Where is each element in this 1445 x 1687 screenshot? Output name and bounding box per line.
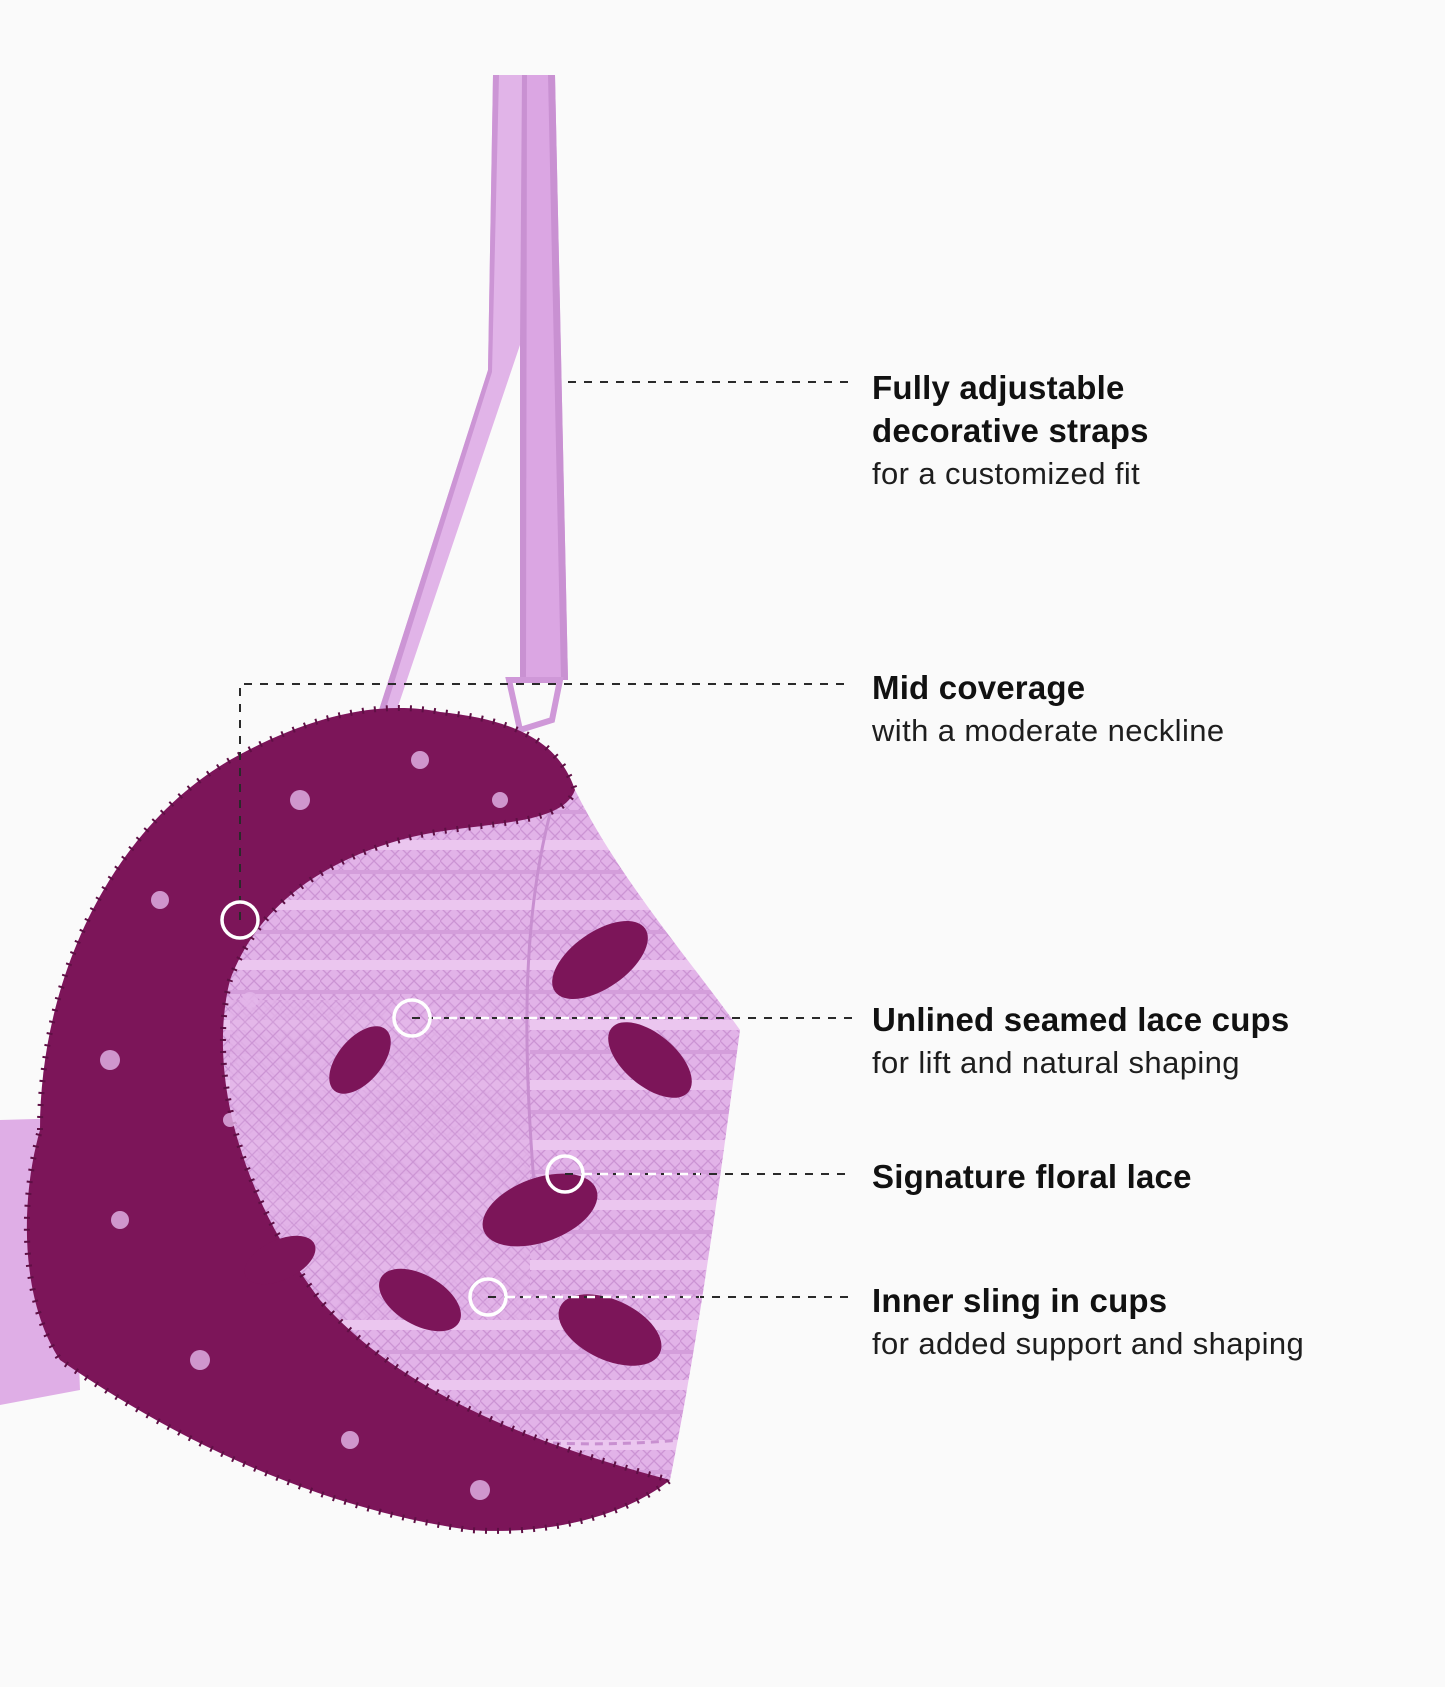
callout-lace: Signature floral lace bbox=[872, 1155, 1192, 1198]
marker-cups bbox=[392, 998, 432, 1038]
callout-title: Signature floral lace bbox=[872, 1158, 1192, 1195]
marker-coverage bbox=[220, 900, 260, 940]
marker-lace bbox=[545, 1154, 585, 1194]
callout-sling: Inner sling in cups for added support an… bbox=[872, 1279, 1304, 1365]
callout-title: Mid coverage bbox=[872, 669, 1086, 706]
callout-title: Fully adjustable decorative straps bbox=[872, 369, 1149, 449]
callout-title: Inner sling in cups bbox=[872, 1282, 1168, 1319]
callout-subtitle: for added support and shaping bbox=[872, 1326, 1305, 1361]
callout-subtitle: with a moderate neckline bbox=[872, 713, 1225, 748]
callout-subtitle: for a customized fit bbox=[872, 456, 1141, 491]
callout-title: Unlined seamed lace cups bbox=[872, 1001, 1290, 1038]
callout-cups: Unlined seamed lace cups for lift and na… bbox=[872, 998, 1289, 1084]
callout-straps: Fully adjustable decorative straps for a… bbox=[872, 366, 1149, 495]
leader-line-coverage bbox=[239, 683, 852, 920]
callout-coverage: Mid coverage with a moderate neckline bbox=[872, 666, 1225, 752]
floral-embroidery bbox=[23, 705, 673, 1534]
strap bbox=[370, 75, 568, 745]
marker-sling bbox=[468, 1277, 508, 1317]
callout-subtitle: for lift and natural shaping bbox=[872, 1045, 1240, 1080]
lace-cup bbox=[23, 705, 740, 1534]
